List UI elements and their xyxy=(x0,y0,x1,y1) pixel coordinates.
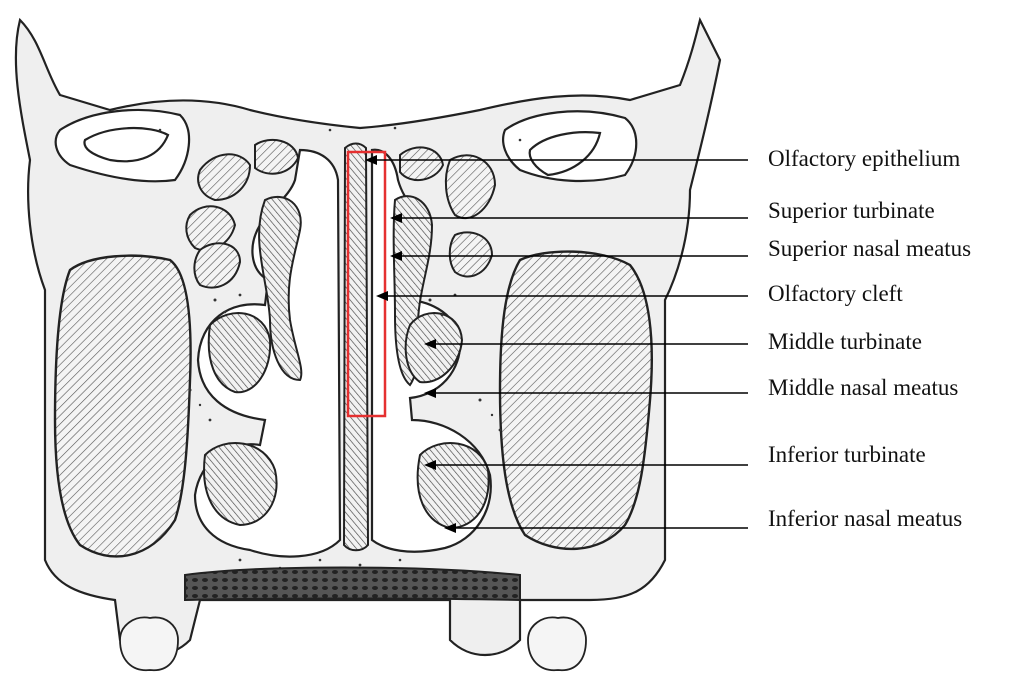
label-olfactory-epithelium: Olfactory epithelium xyxy=(768,146,960,171)
label-olfactory-cleft: Olfactory cleft xyxy=(768,281,903,306)
left-tooth xyxy=(120,617,178,670)
label-middle-turbinate: Middle turbinate xyxy=(768,329,922,354)
anatomy-illustration xyxy=(16,20,720,670)
label-middle-nasal-meatus: Middle nasal meatus xyxy=(768,375,958,400)
label-superior-nasal-meatus: Superior nasal meatus xyxy=(768,236,971,261)
hard-palate xyxy=(185,568,520,601)
label-group: Olfactory epithelium Superior turbinate … xyxy=(768,146,971,531)
right-tooth xyxy=(528,617,586,670)
label-inferior-nasal-meatus: Inferior nasal meatus xyxy=(768,506,962,531)
right-inferior-turbinate xyxy=(418,443,489,528)
label-superior-turbinate: Superior turbinate xyxy=(768,198,935,223)
left-maxillary-sinus xyxy=(55,256,191,557)
label-inferior-turbinate: Inferior turbinate xyxy=(768,442,926,467)
